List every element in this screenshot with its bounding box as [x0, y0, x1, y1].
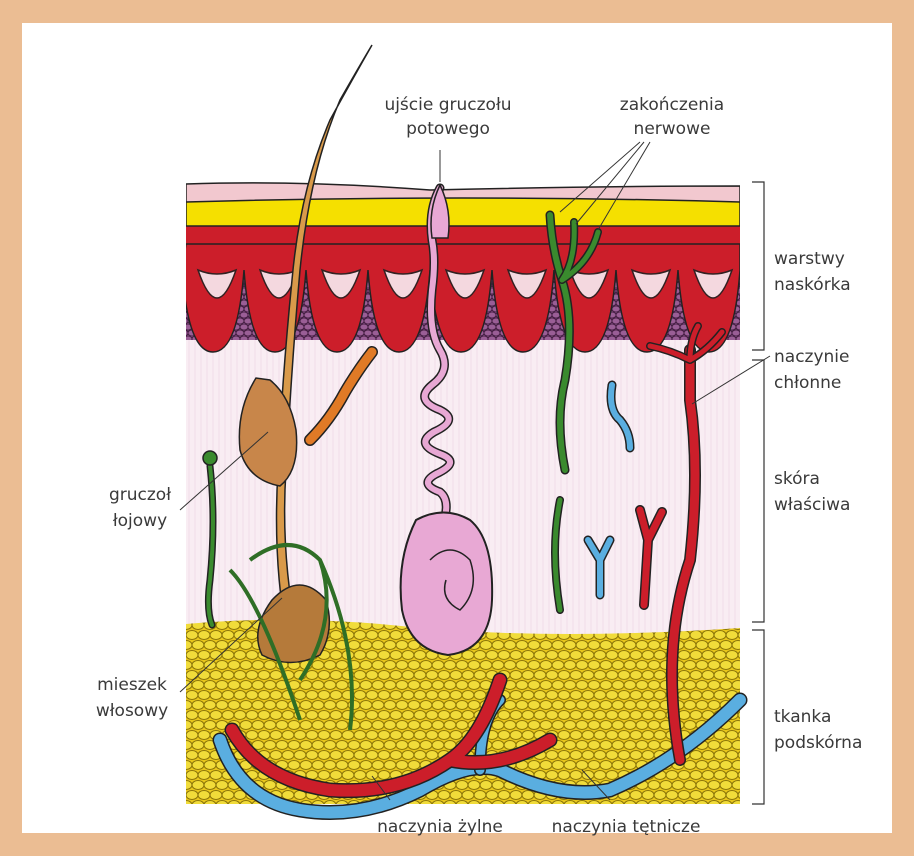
label-nerve-endings-line2: nerwowe [634, 119, 711, 139]
label-lymph-vessel-line1: naczynie [774, 347, 849, 367]
label-sebaceous-gland-line2: łojowy [113, 511, 167, 531]
label-sweat-pore-line2: potowego [406, 119, 490, 139]
label-epidermis-line2: naskórka [774, 275, 851, 295]
label-hair-follicle-line2: włosowy [96, 701, 168, 721]
label-sebaceous-gland-line1: gruczoł [109, 485, 171, 505]
epidermis-red-band [186, 224, 740, 244]
label-arteries: naczynia tętnicze [552, 817, 701, 837]
label-lymph-vessel-line2: chłonne [774, 373, 841, 393]
dermal-papillae [182, 244, 740, 352]
label-hypodermis-line1: tkanka [774, 707, 831, 727]
layer-brackets [752, 182, 764, 804]
label-hypodermis-line2: podskórna [774, 733, 862, 753]
label-dermis-line1: skóra [774, 469, 820, 489]
label-sweat-pore-line1: ujście gruczołu [384, 95, 511, 115]
label-dermis-line2: właściwa [774, 495, 850, 515]
label-nerve-endings-line1: zakończenia [620, 95, 724, 115]
label-epidermis-line1: warstwy [774, 249, 845, 269]
label-veins: naczynia żylne [377, 817, 503, 837]
dermal-papillae-inner [198, 270, 732, 298]
label-hair-follicle-line1: mieszek [97, 675, 167, 695]
